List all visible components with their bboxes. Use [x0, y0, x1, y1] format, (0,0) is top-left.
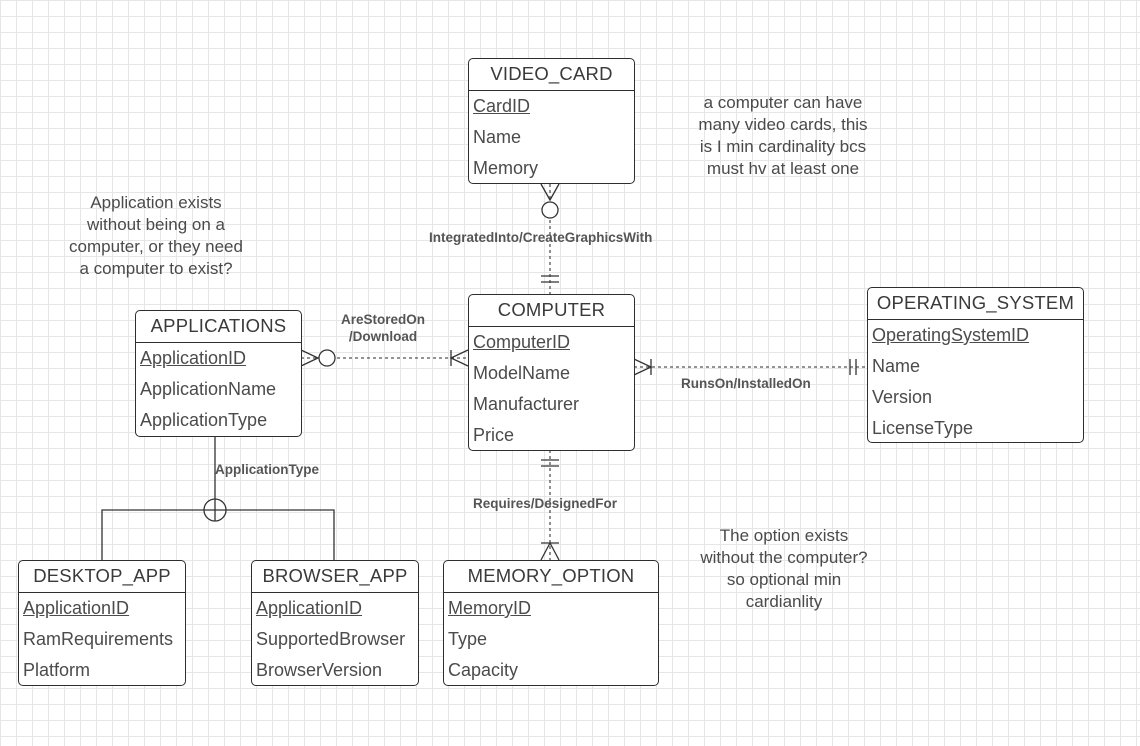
note-line: without the computer? [700, 548, 868, 567]
entity-desktop-app[interactable]: DESKTOP_APP ApplicationID RamRequirement… [18, 560, 186, 686]
note-line: Application exists [90, 193, 222, 212]
relationship-label-line-2: /Download [348, 329, 418, 344]
note-line: many video cards, this [698, 115, 868, 134]
entity-computer[interactable]: COMPUTER ComputerID ModelName Manufactur… [468, 294, 635, 451]
entity-memory-option[interactable]: MEMORY_OPTION MemoryID Type Capacity [443, 560, 659, 686]
relationship-label-requires: Requires/DesignedFor [473, 496, 618, 511]
entity-title: MEMORY_OPTION [444, 561, 658, 593]
entity-browser-app[interactable]: BROWSER_APP ApplicationID SupportedBrows… [251, 560, 419, 686]
video-card-optional-circle [541, 201, 559, 219]
attribute: ModelName [473, 363, 571, 383]
attribute: Platform [23, 660, 91, 680]
relationship-label-application-type: ApplicationType [215, 462, 320, 477]
attribute: SupportedBrowser [256, 629, 406, 649]
note-line: so optional min [726, 570, 842, 589]
attribute-primary-key: CardID [473, 96, 531, 116]
attribute-primary-key: OperatingSystemID [872, 325, 1030, 345]
attribute: Name [473, 127, 522, 147]
note-line: is I min cardinality bcs [699, 137, 867, 156]
note-line: The option exists [719, 526, 849, 545]
entity-title: BROWSER_APP [252, 561, 418, 593]
attribute: Capacity [448, 660, 519, 680]
entity-title: VIDEO_CARD [469, 59, 634, 91]
attribute-primary-key: ApplicationID [23, 598, 130, 618]
entity-title: DESKTOP_APP [19, 561, 185, 593]
attribute: Type [448, 629, 488, 649]
note-line: a computer can have [703, 93, 863, 112]
subtype-branch [101, 509, 335, 560]
attribute: RamRequirements [23, 629, 174, 649]
attribute: Name [872, 356, 921, 376]
relationship-label-integrated-into: IntegratedInto/CreateGraphicsWith [429, 230, 653, 245]
attribute-primary-key: ComputerID [473, 332, 571, 352]
attribute: Version [872, 387, 933, 407]
attribute-primary-key: ApplicationID [256, 598, 363, 618]
relationship-label-are-stored-on: AreStoredOn /Download [329, 311, 437, 345]
attribute: Price [473, 425, 515, 445]
attribute-primary-key: MemoryID [448, 598, 532, 618]
attribute-primary-key: ApplicationID [140, 348, 247, 368]
note-line: a computer to exist? [79, 259, 233, 278]
attribute: Manufacturer [473, 394, 580, 414]
note-line: without being on a [87, 215, 225, 234]
applications-optional-circle [318, 349, 336, 367]
note-video-card: a computer can have many video cards, th… [668, 92, 898, 180]
note-line: must hv at least one [706, 159, 860, 178]
applications-crowsfoot [300, 349, 320, 367]
entity-applications[interactable]: APPLICATIONS ApplicationID ApplicationNa… [135, 310, 302, 437]
entity-title: COMPUTER [469, 295, 634, 327]
note-memory-option: The option exists without the computer? … [669, 525, 899, 613]
entity-title: OPERATING_SYSTEM [868, 288, 1083, 320]
video-card-crowsfoot [540, 183, 560, 202]
memory-crowsfoot [540, 541, 560, 561]
attribute: Memory [473, 158, 539, 178]
relationship-label-line-1: AreStoredOn [340, 312, 425, 327]
relationship-label-runs-on: RunsOn/InstalledOn [681, 376, 811, 391]
attribute: LicenseType [872, 418, 974, 438]
note-application: Application exists without being on a co… [41, 192, 271, 280]
attribute: ApplicationName [140, 379, 277, 399]
attribute: BrowserVersion [256, 660, 383, 680]
entity-video-card[interactable]: VIDEO_CARD CardID Name Memory [468, 58, 635, 184]
entity-operating-system[interactable]: OPERATING_SYSTEM OperatingSystemID Name … [867, 287, 1084, 443]
note-line: cardianlity [745, 592, 823, 611]
attribute: ApplicationType [140, 410, 268, 430]
note-line: computer, or they need [69, 237, 243, 256]
entity-title: APPLICATIONS [136, 311, 301, 343]
